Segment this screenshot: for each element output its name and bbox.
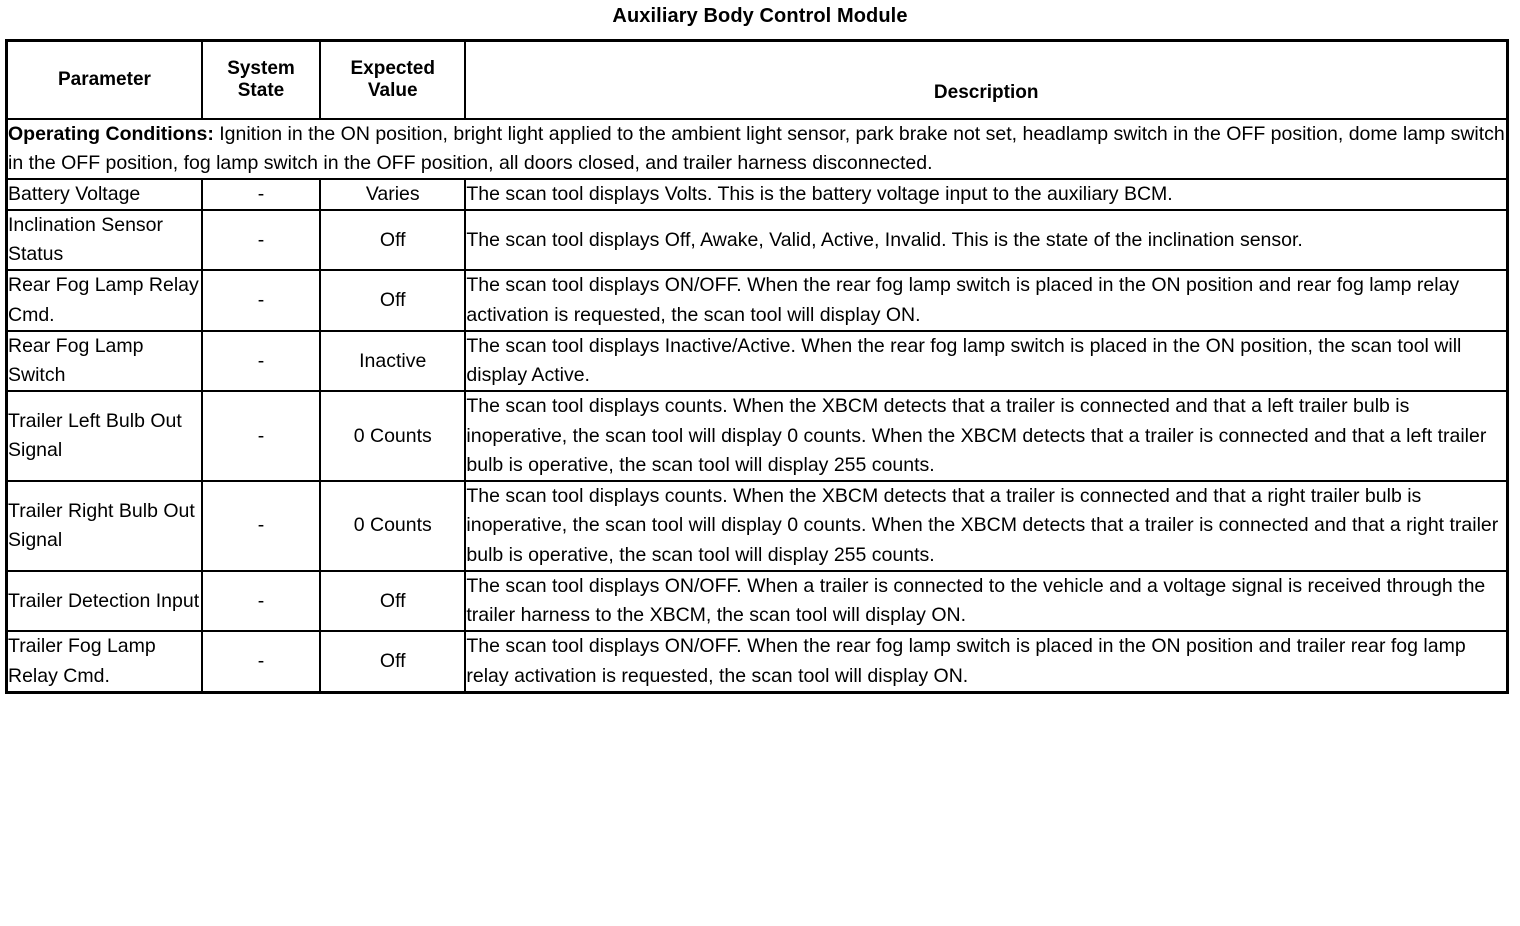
cell-system-state: - — [200, 177, 322, 211]
cell-description: The scan tool displays Volts. This is th… — [464, 177, 1509, 211]
cell-system-state: - — [200, 329, 322, 393]
operating-conditions-row: Operating Conditions: Ignition in the ON… — [5, 118, 1509, 180]
cell-system-state: - — [200, 480, 322, 572]
cell-description: The scan tool displays Off, Awake, Valid… — [464, 208, 1509, 272]
column-header-expected-value-label: Expected Value — [321, 58, 464, 103]
cell-expected-value: Off — [319, 569, 467, 633]
cell-expected-value: Inactive — [319, 329, 467, 393]
cell-parameter: Inclination Sensor Status — [5, 208, 203, 272]
table-header: Parameter System State Expected Value De… — [5, 39, 1509, 120]
cell-expected-value: 0 Counts — [319, 390, 467, 483]
cell-system-state: - — [200, 269, 322, 332]
expected-value-line-1: Expected — [350, 57, 435, 79]
table-header-row: Parameter System State Expected Value De… — [5, 39, 1509, 120]
column-header-parameter-label: Parameter — [57, 68, 151, 90]
page-title: Auxiliary Body Control Module — [612, 5, 908, 27]
cell-parameter: Rear Fog Lamp Switch — [5, 329, 203, 393]
expected-value-line-2: Value — [367, 80, 418, 101]
column-header-expected-value: Expected Value — [319, 39, 467, 120]
operating-conditions-label: Operating Conditions: — [8, 123, 214, 145]
cell-parameter: Rear Fog Lamp Relay Cmd. — [5, 269, 203, 332]
cell-expected-value: Off — [319, 630, 467, 694]
operating-conditions-cell: Operating Conditions: Ignition in the ON… — [5, 118, 1509, 180]
cell-parameter: Trailer Fog Lamp Relay Cmd. — [5, 630, 203, 694]
cell-expected-value: Varies — [319, 177, 467, 211]
table-body: Operating Conditions: Ignition in the ON… — [5, 118, 1509, 694]
cell-parameter: Battery Voltage — [5, 177, 203, 211]
cell-system-state: - — [200, 630, 322, 694]
cell-parameter: Trailer Detection Input — [5, 569, 203, 633]
cell-expected-value: Off — [319, 208, 467, 272]
column-header-system-state-label: System State — [203, 58, 319, 103]
cell-description: The scan tool displays counts. When the … — [464, 480, 1509, 572]
cell-description: The scan tool displays Inactive/Active. … — [464, 329, 1509, 393]
cell-description: The scan tool displays ON/OFF. When the … — [464, 630, 1509, 694]
cell-system-state: - — [200, 390, 322, 483]
cell-expected-value: 0 Counts — [319, 480, 467, 572]
parameter-spec-table: Parameter System State Expected Value De… — [5, 39, 1509, 694]
column-header-parameter: Parameter — [5, 39, 203, 120]
cell-description: The scan tool displays ON/OFF. When the … — [464, 269, 1509, 332]
cell-parameter: Trailer Left Bulb Out Signal — [5, 390, 203, 483]
cell-system-state: - — [200, 208, 322, 272]
cell-description: The scan tool displays counts. When the … — [464, 390, 1509, 483]
cell-description: The scan tool displays ON/OFF. When a tr… — [464, 569, 1509, 633]
operating-conditions-text: Ignition in the ON position, bright ligh… — [8, 123, 1505, 174]
cell-system-state: - — [200, 569, 322, 633]
column-header-description: Description — [464, 39, 1509, 120]
cell-parameter: Trailer Right Bulb Out Signal — [5, 480, 203, 572]
system-state-line-2: State — [237, 80, 285, 101]
cell-expected-value: Off — [319, 269, 467, 332]
system-state-line-1: System — [227, 57, 295, 79]
column-header-system-state: System State — [200, 39, 322, 120]
column-header-description-label: Description — [933, 81, 1039, 103]
